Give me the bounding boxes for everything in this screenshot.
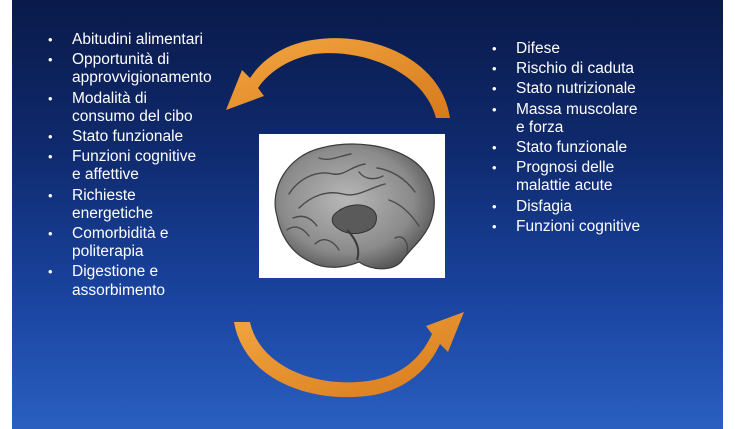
right-list-item: Stato funzionale (490, 139, 710, 157)
left-list-item: Abitudini alimentari (46, 31, 256, 49)
left-list-item: Comorbidità e politerapia (46, 225, 256, 261)
right-list-item: Disfagia (490, 198, 710, 216)
right-list-item: Difese (490, 40, 710, 58)
right-list-item: Massa muscolare e forza (490, 101, 710, 137)
left-list-item: Richieste energetiche (46, 187, 256, 223)
left-list-item: Opportunità di approvvigionamento (46, 51, 256, 87)
cycle-arrows (226, 38, 464, 398)
right-list-item: Prognosi delle malattie acute (490, 159, 710, 195)
right-list-item: Stato nutrizionale (490, 80, 710, 98)
slide: Abitudini alimentari Opportunità di appr… (12, 0, 723, 429)
brain-icon (274, 143, 435, 270)
left-list-item: Modalità di consumo del cibo (46, 90, 256, 126)
right-bullet-list: Difese Rischio di caduta Stato nutrizion… (490, 40, 710, 238)
curved-arrow-right-icon (234, 312, 464, 398)
left-list-item: Digestione e assorbimento (46, 263, 256, 299)
curved-arrow-left-icon (226, 38, 450, 118)
left-list-item: Stato funzionale (46, 128, 256, 146)
right-list-item: Rischio di caduta (490, 60, 710, 78)
left-list-item: Funzioni cognitive e affettive (46, 148, 256, 184)
brain-image (259, 134, 445, 278)
left-bullet-list: Abitudini alimentari Opportunità di appr… (46, 31, 256, 302)
right-list-item: Funzioni cognitive (490, 218, 710, 236)
